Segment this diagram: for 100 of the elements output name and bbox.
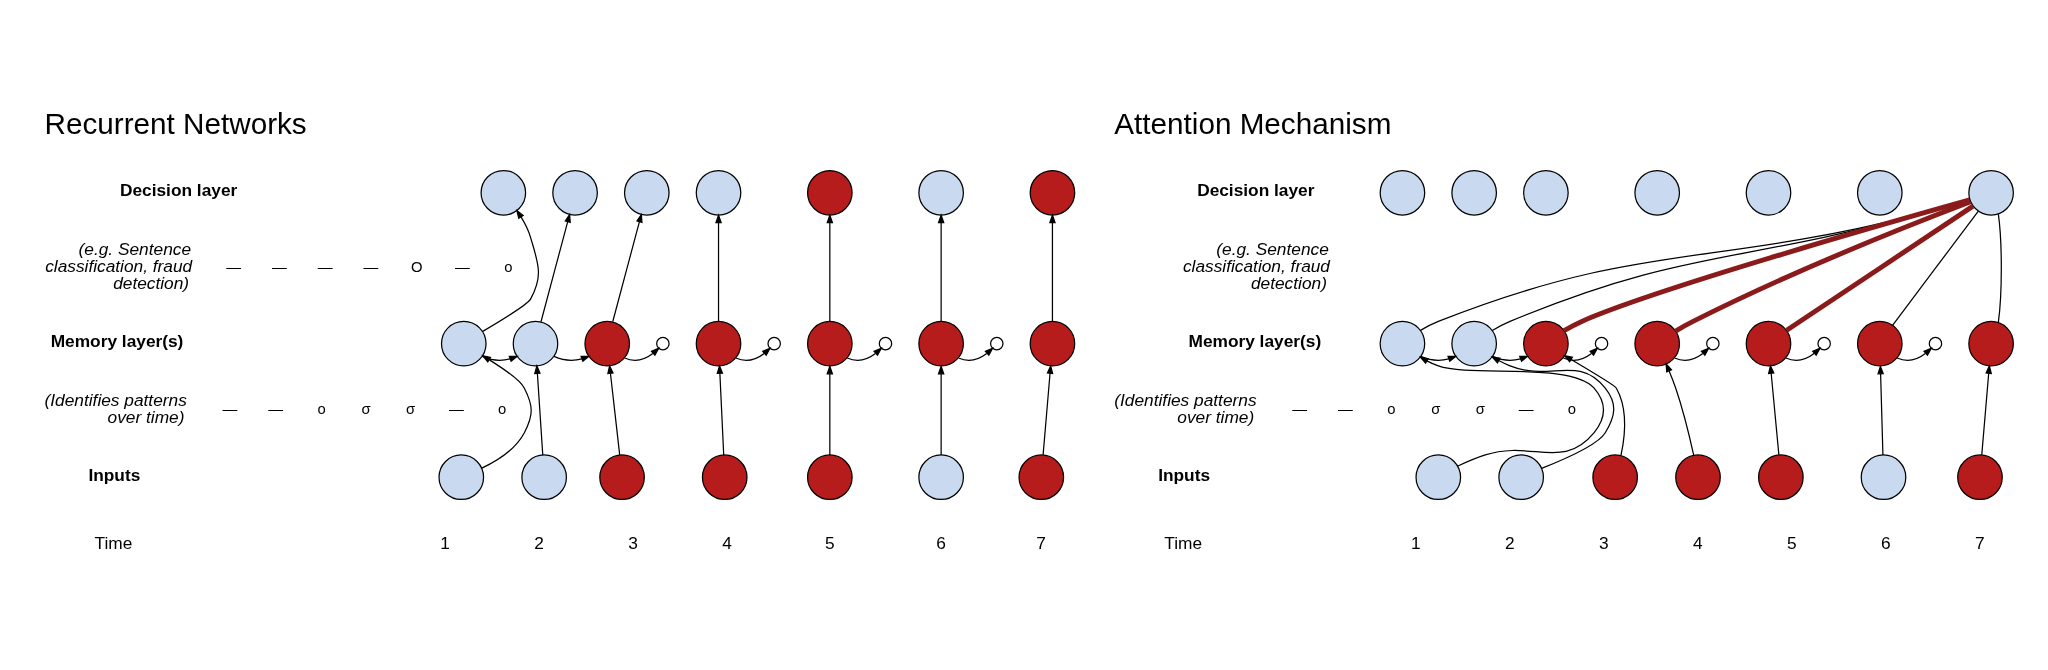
arrow (1490, 356, 1615, 469)
node-circle (552, 169, 598, 216)
arrow (1981, 364, 1993, 456)
node-circle (1860, 454, 1907, 501)
node-circle (584, 320, 631, 367)
arrow (826, 213, 834, 322)
arrow (937, 364, 945, 456)
label: — (268, 401, 284, 418)
label: Time (94, 532, 133, 553)
label: 5 (1787, 532, 1797, 553)
node-circle (1018, 454, 1065, 501)
arrow (1048, 213, 1056, 322)
label: 1 (440, 532, 450, 553)
arrow (1042, 364, 1054, 456)
node-circle (440, 320, 487, 367)
node-circle (438, 454, 485, 501)
label: 7 (1036, 532, 1046, 553)
label: — (226, 259, 242, 276)
node-circle (1523, 320, 1569, 367)
label: Inputs (1158, 464, 1211, 485)
label: Inputs (88, 464, 141, 485)
arrow (957, 347, 994, 361)
connector (1997, 213, 2002, 324)
arrow (1785, 347, 1822, 361)
arrow (481, 354, 532, 469)
arrow (533, 364, 544, 456)
node-circle (1706, 336, 1720, 351)
label: σ (406, 401, 416, 418)
node-circle (656, 336, 670, 351)
node-circle (521, 454, 568, 501)
connector (1562, 197, 1971, 333)
node-circle (695, 169, 742, 216)
arrow (1418, 356, 1605, 467)
arrow (1665, 362, 1695, 456)
arrow (715, 213, 722, 322)
node-circle (623, 169, 670, 216)
node-circle (1592, 454, 1639, 501)
node-circle (918, 169, 964, 216)
label: 1 (1411, 532, 1421, 553)
label: 6 (1881, 532, 1891, 553)
arrow (735, 347, 772, 361)
node-circle (1379, 169, 1426, 216)
arrow (1492, 355, 1530, 363)
node-circle (1451, 320, 1498, 367)
arrow (624, 347, 661, 361)
node-circle (1758, 454, 1804, 501)
label: o (1387, 401, 1396, 418)
label: 5 (824, 532, 835, 553)
node-circle (1523, 169, 1569, 216)
node-circle (1379, 320, 1426, 367)
node-circle (701, 454, 748, 501)
node-circle (878, 336, 893, 351)
node-circle (1594, 336, 1609, 351)
node-circle (1856, 320, 1903, 367)
label: σ (1475, 401, 1485, 418)
arrow (612, 212, 643, 323)
arrow (716, 364, 725, 456)
node-circle (806, 169, 853, 216)
node-circle (1029, 169, 1076, 216)
label: — (1338, 401, 1353, 418)
arrow (553, 355, 591, 363)
label: 2 (1505, 532, 1515, 553)
node-circle (1498, 454, 1545, 501)
label: — (272, 259, 287, 276)
node-circle (1817, 336, 1831, 351)
node-circle (1957, 454, 2003, 501)
arrow (937, 213, 945, 322)
label: Time (1164, 532, 1203, 553)
label: σ (361, 401, 371, 418)
node-circle (767, 336, 781, 351)
label: Decision layer (119, 180, 238, 201)
label: o (317, 401, 326, 418)
node-circle (480, 169, 527, 216)
node-circle (1745, 169, 1792, 216)
label: (e.g. Sentence classification, fraud detection) (45, 238, 193, 294)
label: Attention Mechanism (1114, 106, 1392, 140)
label: 7 (1975, 532, 1985, 553)
label: Memory layer(s) (50, 331, 184, 351)
label: σ (1431, 401, 1441, 418)
label: o (504, 259, 513, 276)
label: — (363, 259, 379, 276)
label: 2 (534, 532, 544, 553)
node-circle (806, 454, 853, 501)
label: — (222, 401, 238, 418)
label: (e.g. Sentence classification, fraud detection) (1182, 238, 1331, 294)
label: — (1292, 401, 1308, 418)
arrow (1673, 347, 1711, 361)
label: 3 (1599, 532, 1609, 553)
label: o (1567, 401, 1576, 418)
arrow (1767, 364, 1780, 456)
label: o (497, 401, 507, 418)
arrow (482, 209, 540, 332)
node-circle (1634, 320, 1681, 367)
label: O (411, 259, 423, 276)
label: 4 (1693, 532, 1703, 553)
label: (Identifies patterns over time) (44, 389, 187, 428)
node-circle (1675, 454, 1721, 501)
arrow (846, 347, 883, 361)
arrow (481, 355, 519, 363)
node-circle (1968, 320, 2014, 367)
